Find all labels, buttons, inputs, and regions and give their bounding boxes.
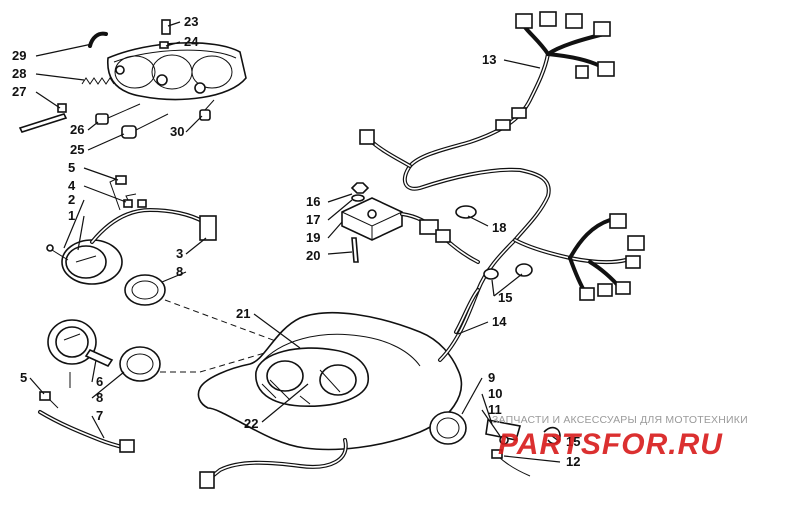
- part-8-bezel-upper: [124, 274, 166, 306]
- callout-29: 29: [12, 48, 26, 63]
- callout-8-upper: 8: [176, 264, 183, 279]
- callout-14: 14: [492, 314, 507, 329]
- callout-16: 16: [306, 194, 320, 209]
- callout-15-upper: 15: [498, 290, 512, 305]
- callout-19: 19: [306, 230, 320, 245]
- callout-10: 10: [488, 386, 502, 401]
- callout-11: 11: [488, 402, 502, 417]
- callout-3: 3: [176, 246, 183, 261]
- watermark-logo: PARTSFOR.RU: [498, 428, 723, 461]
- callout-23: 23: [184, 14, 198, 29]
- speedometer-unit: [429, 411, 561, 477]
- part-18-clamp: [455, 205, 477, 219]
- gauge-lower-harness: [38, 391, 135, 453]
- part-8-bezel-lower: [119, 346, 161, 382]
- part-24-screw: [159, 41, 169, 49]
- gauge-upper: [46, 239, 123, 285]
- gauge-lower: [47, 319, 114, 368]
- callout-6: 6: [96, 374, 103, 389]
- regulator-connector: [400, 212, 480, 264]
- alignment-lines: [69, 299, 301, 388]
- callout-27: 27: [12, 84, 26, 99]
- part-25-bracket: [121, 113, 169, 139]
- callout-4: 4: [68, 178, 76, 193]
- callout-28: 28: [12, 66, 26, 81]
- callout-24: 24: [184, 34, 199, 49]
- callout-9: 9: [488, 370, 495, 385]
- callout-5-lower: 5: [20, 370, 27, 385]
- main-harness: [359, 11, 645, 362]
- console-cable: [199, 438, 348, 489]
- callout-17: 17: [306, 212, 320, 227]
- callout-8-lower: 8: [96, 390, 103, 405]
- watermark-text: ЗАПЧАСТИ И АКСЕССУАРЫ ДЛЯ МОТОТЕХНИКИ: [492, 414, 748, 426]
- gauge-upper-harness: [90, 175, 217, 244]
- callout-22: 22: [244, 416, 258, 431]
- part-27-bolt: [18, 103, 68, 133]
- callout-25: 25: [70, 142, 84, 157]
- callout-1: 1: [68, 208, 75, 223]
- headlight-assembly: [107, 42, 247, 101]
- part-26-clip: [95, 103, 141, 125]
- part-30-bulb: [199, 99, 215, 121]
- part-28-spring: [81, 77, 115, 85]
- callout-13: 13: [482, 52, 496, 67]
- part-29-hose: [88, 31, 108, 48]
- callout-30: 30: [170, 124, 184, 139]
- callout-18: 18: [492, 220, 506, 235]
- callout-7: 7: [96, 408, 103, 423]
- callout-12: 12: [566, 454, 580, 469]
- part-23-clip: [161, 19, 171, 35]
- leader-lines: [29, 21, 561, 463]
- console-panel: [197, 311, 463, 451]
- callout-20: 20: [306, 248, 320, 263]
- callout-21: 21: [236, 306, 250, 321]
- callout-2: 2: [68, 192, 75, 207]
- callout-labels: 23 24 29 28 27 26 25 30 5 4 2 1 3 8 5 6 …: [12, 14, 580, 469]
- callout-15-lower: 15: [566, 434, 580, 449]
- callout-5-upper: 5: [68, 160, 75, 175]
- regulator: [341, 182, 403, 263]
- callout-26: 26: [70, 122, 84, 137]
